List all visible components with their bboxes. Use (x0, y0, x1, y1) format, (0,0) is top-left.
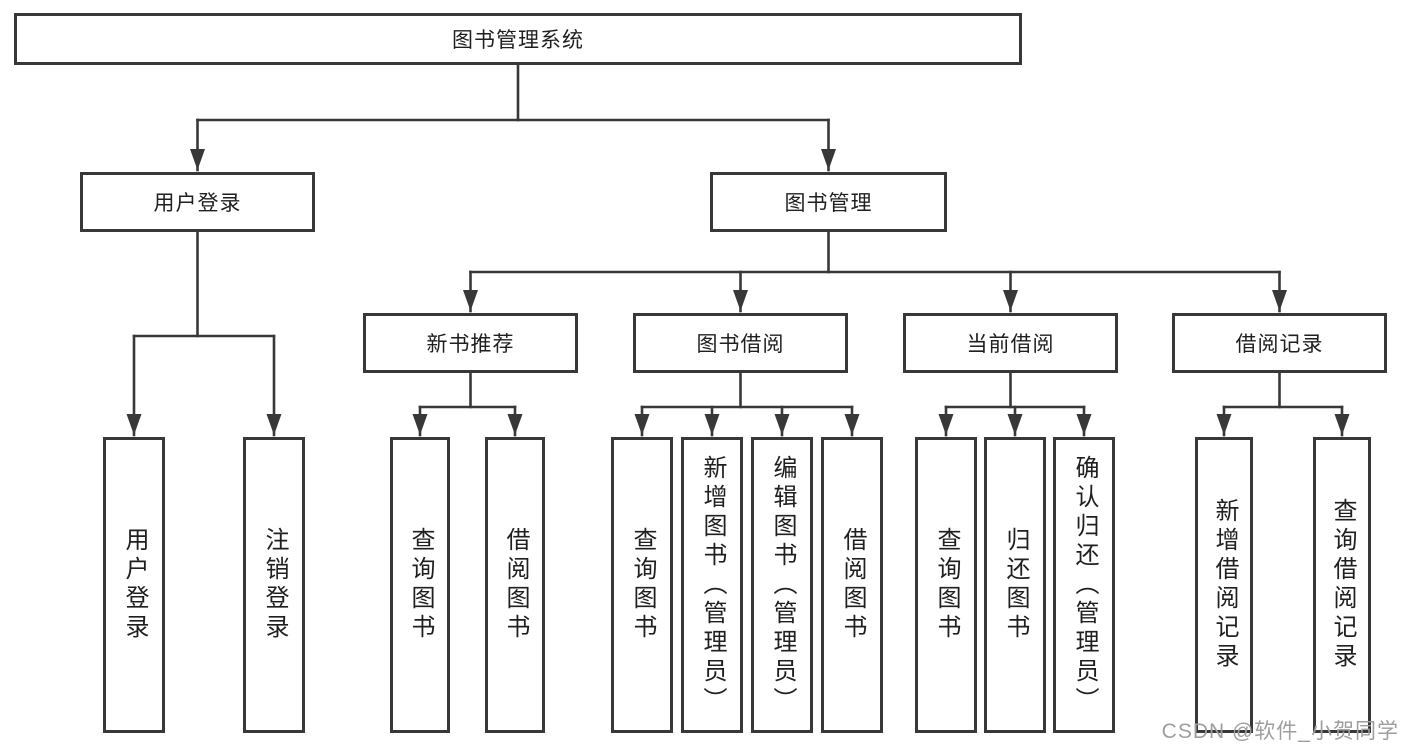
leaf-logout: 注销登录 (243, 437, 305, 733)
node-root-system: 图书管理系统 (14, 13, 1022, 65)
node-book-management: 图书管理 (710, 172, 947, 232)
node-book-borrowing: 图书借阅 (633, 313, 848, 373)
leaf-cb-query-books: 查询图书 (915, 437, 977, 733)
leaf-user-login: 用户登录 (103, 437, 165, 733)
new-books-connectors (412, 371, 523, 437)
book-mgmt-connectors (463, 230, 1287, 313)
leaf-cb-confirm-return-admin: 确认归还（管理员） (1053, 437, 1115, 733)
node-new-book-recommend: 新书推荐 (363, 313, 578, 373)
leaf-cb-return-books: 归还图书 (984, 437, 1046, 733)
node-user-login: 用户登录 (80, 172, 315, 232)
leaf-nb-query-books: 查询图书 (390, 437, 450, 733)
leaf-br-query-record: 查询借阅记录 (1313, 437, 1371, 733)
leaf-bb-edit-books-admin: 编辑图书（管理员） (751, 437, 813, 733)
csdn-watermark: CSDN @软件_小贺同学 (1161, 720, 1399, 743)
leaf-bb-query-books: 查询图书 (611, 437, 673, 733)
book-borrow-connectors (634, 371, 860, 437)
leaf-bb-add-books-admin: 新增图书（管理员） (681, 437, 743, 733)
leaf-bb-borrow-books: 借阅图书 (821, 437, 883, 733)
node-borrow-records: 借阅记录 (1172, 313, 1387, 373)
borrow-records-connectors (1216, 371, 1350, 437)
node-current-borrowing: 当前借阅 (903, 313, 1118, 373)
leaf-br-add-record: 新增借阅记录 (1195, 437, 1253, 733)
user-login-connectors (126, 230, 282, 437)
leaf-nb-borrow-books: 借阅图书 (485, 437, 545, 733)
root-to-level2-connectors (190, 63, 836, 172)
current-borrow-connectors (938, 371, 1092, 437)
